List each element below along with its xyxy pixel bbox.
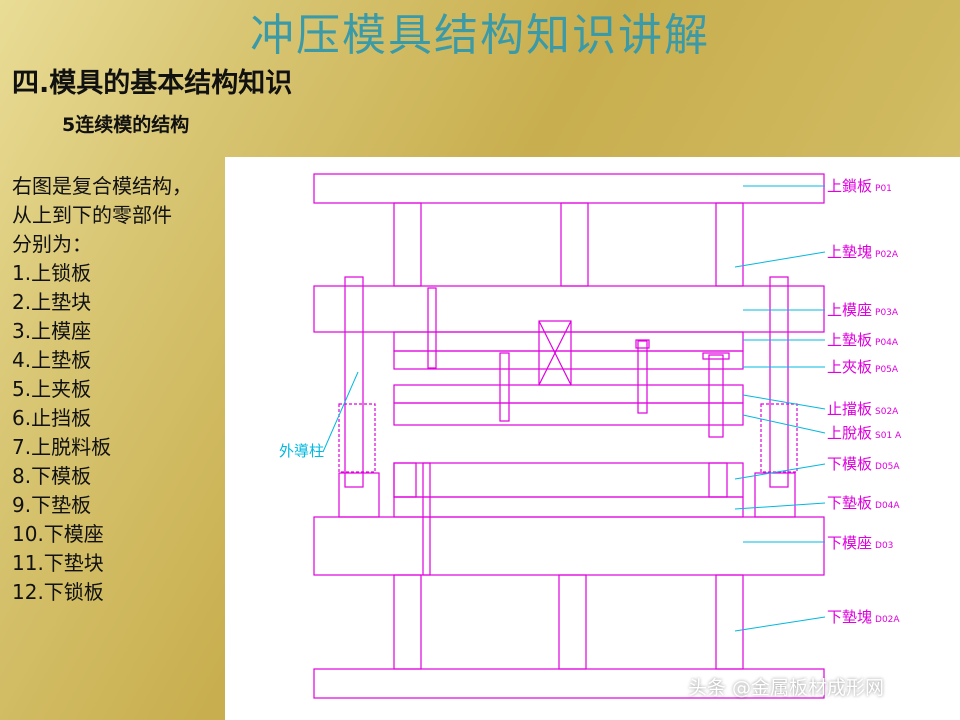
list-item: 1.上锁板 xyxy=(12,261,92,285)
intro-line: 右图是复合模结构， xyxy=(12,174,192,198)
watermark: 头条 @金属板材成形网 xyxy=(688,677,885,699)
outer-guide-post-label: 外導柱 xyxy=(279,442,325,460)
parts-list: 1.上锁板 2.上垫块 3.上模座 4.上垫板 5.上夹板 6.止挡板 7.上脱… xyxy=(12,259,222,607)
stripper-plate xyxy=(393,402,744,426)
outer-guide-post-left xyxy=(344,276,364,488)
lower-pin xyxy=(422,462,431,576)
description-text: 右图是复合模结构， 从上到下的零部件 分别为： 1.上锁板 2.上垫块 3.上模… xyxy=(12,172,222,607)
list-item: 3.上模座 xyxy=(12,319,92,343)
list-item: 7.上脱料板 xyxy=(12,435,112,459)
lower-die-plate xyxy=(393,462,744,498)
section-heading: 四.模具的基本结构知识 xyxy=(12,68,293,99)
upper-backing-plate xyxy=(393,331,744,352)
die-drawing-svg xyxy=(313,173,826,699)
upper-spacer-block-center xyxy=(560,202,589,287)
lower-spacer-block-center xyxy=(558,574,587,670)
lower-backing-plate xyxy=(393,496,744,518)
pin-center-right xyxy=(637,340,648,414)
list-item: 11.下垫块 xyxy=(12,551,104,575)
upper-clamp-plate xyxy=(393,350,744,370)
list-item: 9.下垫板 xyxy=(12,493,92,517)
outer-guide-post-right xyxy=(769,276,789,488)
guide-bush-left xyxy=(338,403,376,473)
lower-spacer-block-left xyxy=(393,574,422,670)
subheading: 5连续模的结构 xyxy=(62,114,190,136)
intro-line: 分别为： xyxy=(12,232,92,256)
list-item: 4.上垫板 xyxy=(12,348,92,372)
list-item: 8.下模板 xyxy=(12,464,92,488)
list-item: 6.止挡板 xyxy=(12,406,92,430)
pin-mid xyxy=(499,352,510,422)
pin-left xyxy=(427,287,437,369)
lower-lock-plate xyxy=(313,668,825,699)
guide-bush-right xyxy=(760,403,798,473)
list-item: 10.下模座 xyxy=(12,522,104,546)
slide-title: 冲压模具结构知识讲解 xyxy=(250,10,710,61)
lower-die-seat xyxy=(313,516,825,576)
lower-spacer-block-right xyxy=(715,574,744,670)
upper-lock-plate xyxy=(313,173,825,204)
upper-spacer-block-right xyxy=(715,202,744,287)
punch-block xyxy=(538,320,572,386)
stopper-plate xyxy=(393,384,744,404)
list-item: 12.下锁板 xyxy=(12,580,104,604)
list-item: 2.上垫块 xyxy=(12,290,92,314)
upper-spacer-block-left xyxy=(393,202,422,287)
bolt-right xyxy=(708,354,724,438)
intro-line: 从上到下的零部件 xyxy=(12,203,172,227)
list-item: 5.上夹板 xyxy=(12,377,92,401)
